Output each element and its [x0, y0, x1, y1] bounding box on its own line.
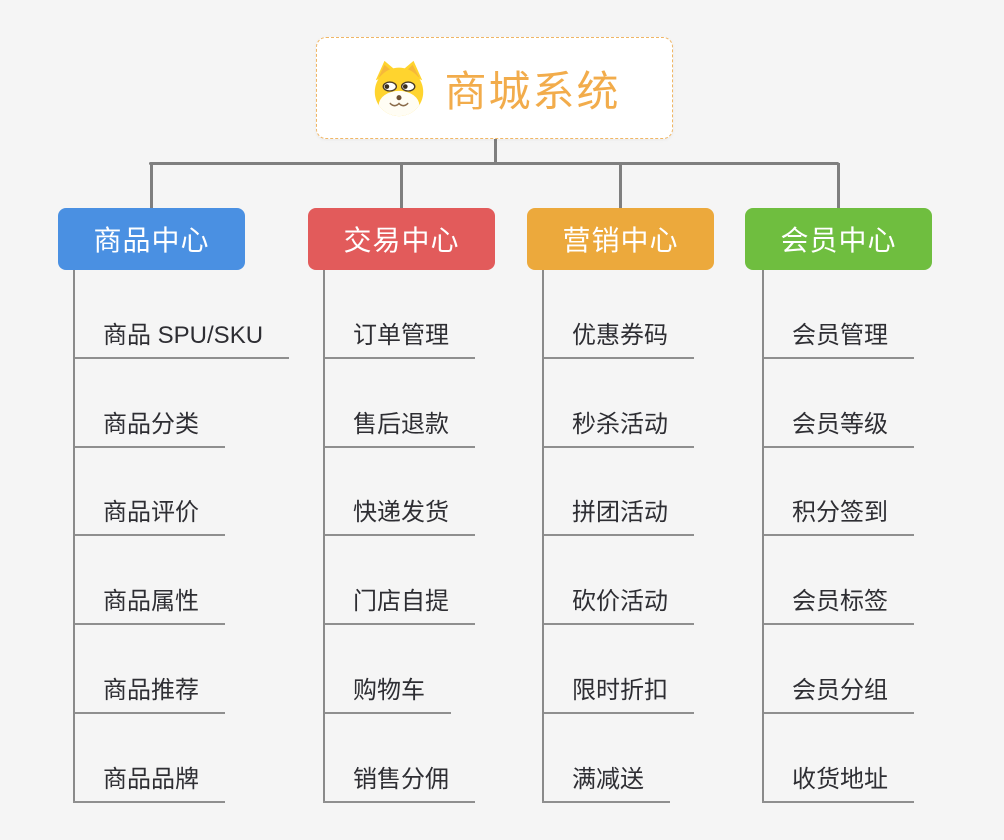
connector-drop-product — [150, 163, 153, 208]
leaf-item[interactable]: 会员等级 — [762, 359, 914, 448]
leaf-item[interactable]: 秒杀活动 — [542, 359, 694, 448]
leaf-label: 商品推荐 — [73, 670, 225, 714]
leaf-item[interactable]: 快递发货 — [323, 448, 475, 537]
leaf-label: 满减送 — [542, 759, 670, 803]
leaf-item[interactable]: 积分签到 — [762, 448, 914, 537]
column-marketing: 优惠券码 秒杀活动 拼团活动 砍价活动 限时折扣 满减送 — [542, 270, 694, 803]
leaf-item[interactable]: 会员分组 — [762, 625, 914, 714]
column-member: 会员管理 会员等级 积分签到 会员标签 会员分组 收货地址 — [762, 270, 914, 803]
leaf-label: 购物车 — [323, 670, 451, 714]
leaf-item[interactable]: 商品评价 — [73, 448, 289, 537]
leaf-label: 拼团活动 — [542, 492, 694, 537]
branch-node-member[interactable]: 会员中心 — [745, 208, 932, 270]
branch-label: 会员中心 — [780, 225, 897, 256]
leaf-item[interactable]: 订单管理 — [323, 270, 475, 359]
leaf-item[interactable]: 商品品牌 — [73, 714, 289, 803]
leaf-label: 积分签到 — [762, 492, 914, 537]
leaf-label: 优惠券码 — [542, 315, 694, 359]
leaf-label: 会员标签 — [762, 581, 914, 626]
branch-node-product[interactable]: 商品中心 — [58, 208, 245, 270]
leaf-label: 商品分类 — [73, 404, 225, 448]
leaf-label: 门店自提 — [323, 581, 475, 626]
leaf-label: 会员等级 — [762, 404, 914, 448]
leaf-label: 售后退款 — [323, 404, 475, 448]
leaf-item[interactable]: 砍价活动 — [542, 536, 694, 626]
column-trade: 订单管理 售后退款 快递发货 门店自提 购物车 销售分佣 — [323, 270, 475, 803]
leaf-label: 砍价活动 — [542, 581, 694, 626]
leaf-item[interactable]: 拼团活动 — [542, 448, 694, 537]
branch-node-trade[interactable]: 交易中心 — [308, 208, 495, 270]
root-title: 商城系统 — [444, 67, 621, 115]
leaf-label: 商品 SPU/SKU — [73, 315, 290, 359]
leaf-item[interactable]: 会员管理 — [762, 270, 914, 359]
leaf-label: 商品属性 — [73, 581, 225, 626]
branch-label: 交易中心 — [343, 225, 460, 256]
connector-bus — [149, 162, 839, 165]
branch-label: 营销中心 — [562, 225, 679, 256]
branch-node-marketing[interactable]: 营销中心 — [527, 208, 714, 270]
leaf-label: 限时折扣 — [542, 670, 694, 714]
shiba-dog-icon — [375, 60, 424, 117]
leaf-item[interactable]: 商品属性 — [73, 536, 289, 626]
column-product: 商品 SPU/SKU 商品分类 商品评价 商品属性 商品推荐 商品品牌 — [73, 270, 290, 803]
leaf-label: 会员分组 — [762, 670, 914, 714]
leaf-item[interactable]: 会员标签 — [762, 536, 914, 626]
connector-drop-marketing — [619, 163, 622, 208]
leaf-item[interactable]: 满减送 — [542, 714, 694, 803]
leaf-item[interactable]: 销售分佣 — [323, 714, 475, 803]
leaf-label: 商品品牌 — [73, 759, 225, 803]
leaf-item[interactable]: 商品推荐 — [73, 625, 289, 714]
leaf-label: 订单管理 — [323, 315, 475, 359]
leaf-label: 商品评价 — [73, 492, 225, 537]
spine-trade — [323, 270, 325, 801]
leaf-item[interactable]: 优惠券码 — [542, 270, 694, 359]
spine-marketing — [542, 270, 544, 801]
spine-member — [762, 270, 764, 801]
connector-drop-trade — [400, 163, 403, 208]
spine-product — [73, 270, 75, 801]
leaf-item[interactable]: 售后退款 — [323, 359, 475, 448]
leaf-item[interactable]: 限时折扣 — [542, 625, 694, 714]
connector-drop-member — [837, 163, 840, 208]
leaf-item[interactable]: 门店自提 — [323, 536, 475, 626]
leaf-item[interactable]: 商品 SPU/SKU — [73, 270, 290, 359]
branch-label: 商品中心 — [93, 225, 210, 256]
leaf-item[interactable]: 商品分类 — [73, 359, 289, 448]
leaf-label: 秒杀活动 — [542, 404, 694, 448]
leaf-item[interactable]: 购物车 — [323, 625, 475, 714]
connector-root-stub — [494, 138, 497, 164]
leaf-item[interactable]: 收货地址 — [762, 714, 914, 803]
root-node[interactable]: 商城系统 — [316, 37, 673, 139]
leaf-label: 销售分佣 — [323, 759, 475, 803]
leaf-label: 收货地址 — [762, 759, 914, 803]
leaf-label: 会员管理 — [762, 315, 914, 359]
leaf-label: 快递发货 — [323, 492, 475, 537]
